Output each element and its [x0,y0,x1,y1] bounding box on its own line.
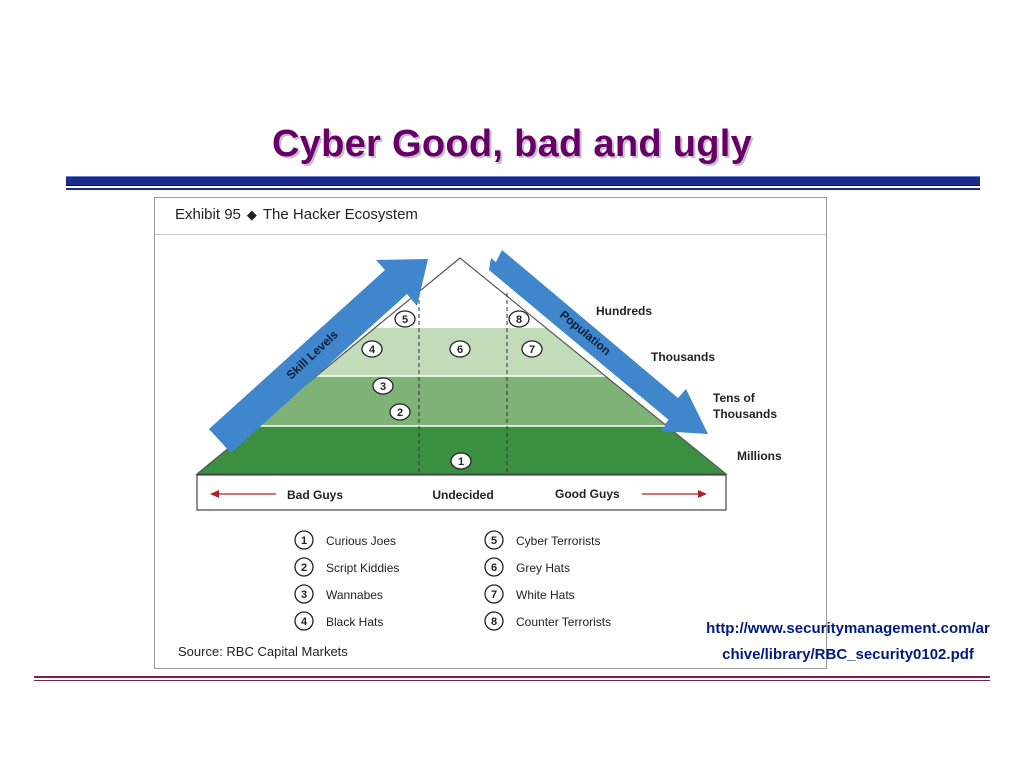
base-box [196,474,727,511]
svg-text:3: 3 [301,589,307,601]
svg-text:Counter Terrorists: Counter Terrorists [516,615,611,629]
legend-item: 1 Curious Joes [294,530,396,550]
legend-item: 7 White Hats [484,584,575,604]
svg-text:8: 8 [491,616,497,628]
svg-text:5: 5 [491,535,497,547]
svg-text:Cyber Terrorists: Cyber Terrorists [516,534,600,548]
svg-text:4: 4 [369,344,376,356]
good-guys-arrowhead [698,490,707,498]
level-tens-of: Tens of [713,391,756,405]
legend-item: 5 Cyber Terrorists [484,530,600,550]
marker-5: 5 [394,310,416,328]
bad-guys-label: Bad Guys [287,488,343,502]
svg-text:7: 7 [529,344,535,356]
exhibit-figure: Exhibit 95 ◆ The Hacker Ecosystem Skill Le… [154,197,827,669]
marker-8: 8 [508,310,530,328]
svg-text:White Hats: White Hats [516,588,575,602]
legend-item: 3 Wannabes [294,584,383,604]
level-millions: Millions [737,449,782,463]
svg-text:1: 1 [301,535,307,547]
source-note: Source: RBC Capital Markets [178,644,348,659]
marker-6: 6 [449,340,471,358]
source-link[interactable]: http://www.securitymanagement.com/ar chi… [678,616,1018,668]
footer-divider [34,676,990,678]
title-divider [66,176,980,186]
band-light [197,328,726,376]
svg-text:2: 2 [301,562,307,574]
svg-text:6: 6 [457,344,463,356]
svg-text:7: 7 [491,589,497,601]
svg-text:1: 1 [458,456,464,468]
source-link-line1[interactable]: http://www.securitymanagement.com/ar [706,620,990,637]
hacker-ecosystem-diagram: Skill Levels Population Hundreds Thousan… [195,250,782,631]
band-dark [197,426,726,474]
legend-item: 8 Counter Terrorists [484,611,611,631]
exhibit-heading: Exhibit 95 ◆ The Hacker Ecosystem [175,206,418,223]
footer-divider-thin [34,680,990,681]
svg-text:3: 3 [380,381,386,393]
svg-text:6: 6 [491,562,497,574]
svg-text:Black Hats: Black Hats [326,615,383,629]
pyramid-outline [195,257,728,475]
svg-text:Curious Joes: Curious Joes [326,534,396,548]
svg-text:4: 4 [301,616,308,628]
diamond-icon: ◆ [246,207,257,222]
exhibit-title: The Hacker Ecosystem [262,206,418,223]
legend-item: 6 Grey Hats [484,557,570,577]
exhibit-divider [155,234,826,235]
level-hundreds: Hundreds [596,304,652,318]
level-tens-thousands: Thousands [713,407,777,421]
marker-1: 1 [450,452,472,470]
svg-text:2: 2 [397,407,403,419]
svg-text:8: 8 [516,314,522,326]
title-divider-thin [66,188,980,190]
level-thousands: Thousands [651,350,715,364]
legend-item: 2 Script Kiddies [294,557,399,577]
marker-3: 3 [372,377,394,395]
svg-text:5: 5 [402,314,408,326]
bad-guys-arrowhead [210,490,219,498]
exhibit-label: Exhibit 95 [175,206,241,223]
marker-7: 7 [521,340,543,358]
legend-item: 4 Black Hats [294,611,383,631]
svg-text:Grey Hats: Grey Hats [516,561,570,575]
undecided-label: Undecided [432,488,493,502]
source-link-line2[interactable]: chive/library/RBC_security0102.pdf [722,646,974,663]
slide-title: Cyber Good, bad and ugly [271,123,753,165]
marker-4: 4 [361,340,383,358]
svg-text:Wannabes: Wannabes [326,588,383,602]
good-guys-label: Good Guys [555,487,620,501]
marker-2: 2 [389,403,411,421]
svg-text:Script Kiddies: Script Kiddies [326,561,399,575]
